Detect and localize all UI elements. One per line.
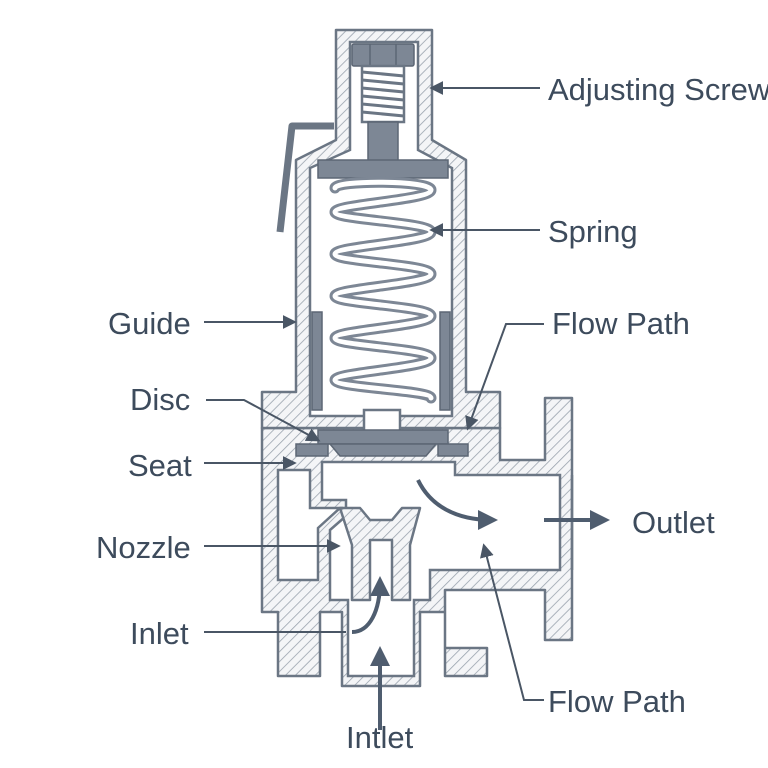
label-spring: Spring [548, 214, 638, 249]
valve-body [260, 396, 574, 688]
nozzle-void-left [276, 468, 344, 582]
disc-assembly [295, 408, 469, 457]
label-inlet: Inlet [130, 616, 189, 651]
labels: Adjusting Screw Spring Guide Flow Path D… [96, 72, 768, 755]
label-adjusting-screw: Adjusting Screw [548, 72, 768, 107]
guide-right [439, 311, 451, 411]
flow-arrows [351, 479, 610, 730]
label-flow-path-top: Flow Path [552, 306, 690, 341]
label-flow-path-bottom: Flow Path [548, 684, 686, 719]
label-guide: Guide [108, 306, 191, 341]
seat-right [437, 443, 469, 457]
adjusting-screw-part [317, 43, 449, 179]
leader-lines [204, 81, 544, 701]
spring-part [311, 176, 451, 411]
label-outlet: Outlet [632, 505, 715, 540]
label-disc: Disc [130, 382, 190, 417]
guide-left [311, 311, 323, 411]
seat-left [295, 443, 329, 457]
label-nozzle: Nozzle [96, 530, 191, 565]
label-intlet: Intlet [346, 720, 414, 755]
nozzle [338, 506, 422, 602]
label-seat: Seat [128, 448, 192, 483]
disc-part [317, 429, 449, 445]
